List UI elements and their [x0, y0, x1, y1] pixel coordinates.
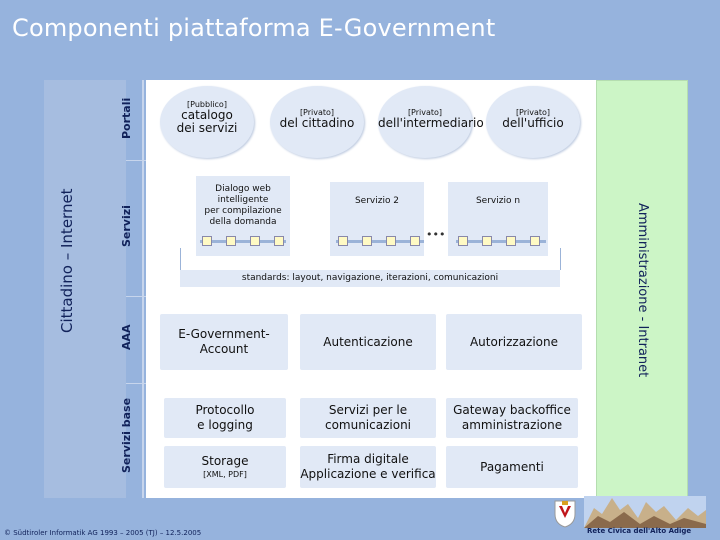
- portal-intermediario[interactable]: [Privato] dell'intermediario: [378, 86, 484, 158]
- flow-node: [226, 236, 236, 246]
- flow-node: [410, 236, 420, 246]
- button-label: Servizi per le: [328, 403, 408, 417]
- e-government-account-button[interactable]: E-Government-Account: [160, 314, 288, 370]
- firma-digitale-button[interactable]: Firma digitale Applicazione e verifica: [300, 446, 436, 488]
- portal-tag: [Pubblico]: [187, 100, 227, 109]
- protocollo-logging-button[interactable]: Protocollo e logging: [164, 398, 286, 438]
- button-label: Applicazione e verifica: [300, 467, 436, 481]
- button-label: Gateway backoffice: [453, 403, 571, 417]
- button-label: Pagamenti: [480, 459, 544, 474]
- standards-bracket: [560, 248, 561, 270]
- button-label: Autorizzazione: [469, 334, 559, 349]
- page-title: Componenti piattaforma E-Government: [12, 14, 496, 42]
- coat-of-arms-icon: [554, 500, 576, 528]
- flow-node: [458, 236, 468, 246]
- button-label: comunicazioni: [324, 418, 412, 432]
- service-text: Dialogo web: [215, 184, 271, 194]
- servizi-comunicazioni-button[interactable]: Servizi per le comunicazioni: [300, 398, 436, 438]
- portal-label: dei servizi: [176, 121, 238, 135]
- service-text: della domanda: [209, 217, 277, 227]
- flow-node: [338, 236, 348, 246]
- flow-node: [506, 236, 516, 246]
- section-divider: [126, 383, 146, 384]
- portal-tag: [Privato]: [299, 108, 335, 117]
- flow-node: [386, 236, 396, 246]
- section-label-aaa: AAA: [120, 324, 133, 350]
- portal-cittadino[interactable]: [Privato] del cittadino: [270, 86, 364, 158]
- button-label: E-Government-Account: [178, 327, 270, 356]
- flow-node: [250, 236, 260, 246]
- portal-tag: [Privato]: [407, 108, 443, 117]
- portal-label: dell'ufficio: [502, 116, 564, 130]
- button-label: Autenticazione: [323, 334, 413, 349]
- section-label-servizi-base: Servizi base: [120, 397, 133, 473]
- service-flow-line: [336, 240, 424, 243]
- citizen-panel: [44, 80, 126, 498]
- button-label: Storage: [201, 453, 249, 468]
- button-label: Firma digitale: [327, 452, 409, 466]
- portal-ufficio[interactable]: [Privato] dell'ufficio: [486, 86, 580, 158]
- mountains-image-icon: [584, 496, 706, 528]
- portal-catalogo-servizi[interactable]: [Pubblico] catalogo dei servizi: [160, 86, 254, 158]
- flow-node: [482, 236, 492, 246]
- intranet-panel: [596, 80, 688, 498]
- portal-label: catalogo: [181, 108, 233, 122]
- pagamenti-button[interactable]: Pagamenti: [446, 446, 578, 488]
- storage-button[interactable]: Storage [XML, PDF]: [164, 446, 286, 488]
- standards-band: standards: layout, navigazione, iterazio…: [180, 270, 560, 287]
- administration-intranet-label: Amministrazione - Intranet: [635, 202, 650, 378]
- copyright-footer: © Südtiroler Informatik AG 1993 – 2005 (…: [4, 529, 202, 537]
- portal-tag: [Privato]: [515, 108, 551, 117]
- flow-node: [274, 236, 284, 246]
- button-label: amministrazione: [461, 418, 563, 432]
- rete-civica-label: Rete Civica dell'Alto Adige: [587, 527, 692, 535]
- service-flow-line: [200, 240, 286, 243]
- button-label: Protocollo: [195, 403, 255, 417]
- portal-label: del cittadino: [279, 116, 355, 130]
- section-divider: [126, 160, 146, 161]
- service-title: Servizio n: [475, 196, 521, 206]
- autorizzazione-button[interactable]: Autorizzazione: [446, 314, 582, 370]
- button-label: e logging: [197, 418, 253, 432]
- service-text: intelligente: [217, 195, 269, 205]
- button-sublabel: [XML, PDF]: [203, 469, 247, 479]
- ellipsis-icon: •••: [426, 228, 446, 241]
- service-flow-line: [456, 240, 546, 243]
- section-divider: [126, 296, 146, 297]
- autenticazione-button[interactable]: Autenticazione: [300, 314, 436, 370]
- section-separator: [142, 80, 144, 498]
- citizen-internet-label: Cittadino – Internet: [58, 188, 76, 334]
- flow-node: [362, 236, 372, 246]
- service-text: per compilazione: [204, 206, 282, 216]
- standards-bracket: [180, 248, 181, 270]
- portal-label: dell'intermediario: [378, 116, 484, 130]
- gateway-backoffice-button[interactable]: Gateway backoffice amministrazione: [446, 398, 578, 438]
- section-label-servizi: Servizi: [120, 205, 133, 247]
- section-label-portali: Portali: [120, 97, 133, 139]
- service-title: Servizio 2: [354, 196, 400, 206]
- flow-node: [202, 236, 212, 246]
- flow-node: [530, 236, 540, 246]
